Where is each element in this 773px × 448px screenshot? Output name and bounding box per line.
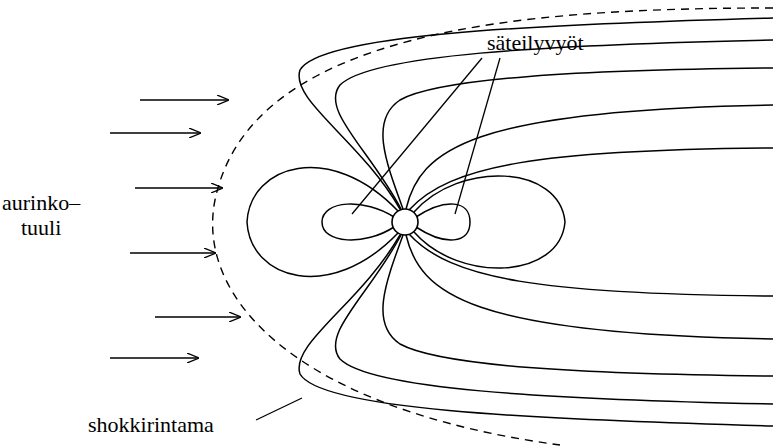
solar-wind-label: aurinko– tuuli [2,190,80,241]
earth [392,209,418,235]
radiation-belt-label: säteilyvyöt [487,30,584,55]
shock-front [213,8,773,445]
solar-wind-arrows [110,100,240,358]
leader-lines [256,58,500,420]
shock-front-label: shokkirintama [88,412,214,437]
field-lines [247,18,773,426]
